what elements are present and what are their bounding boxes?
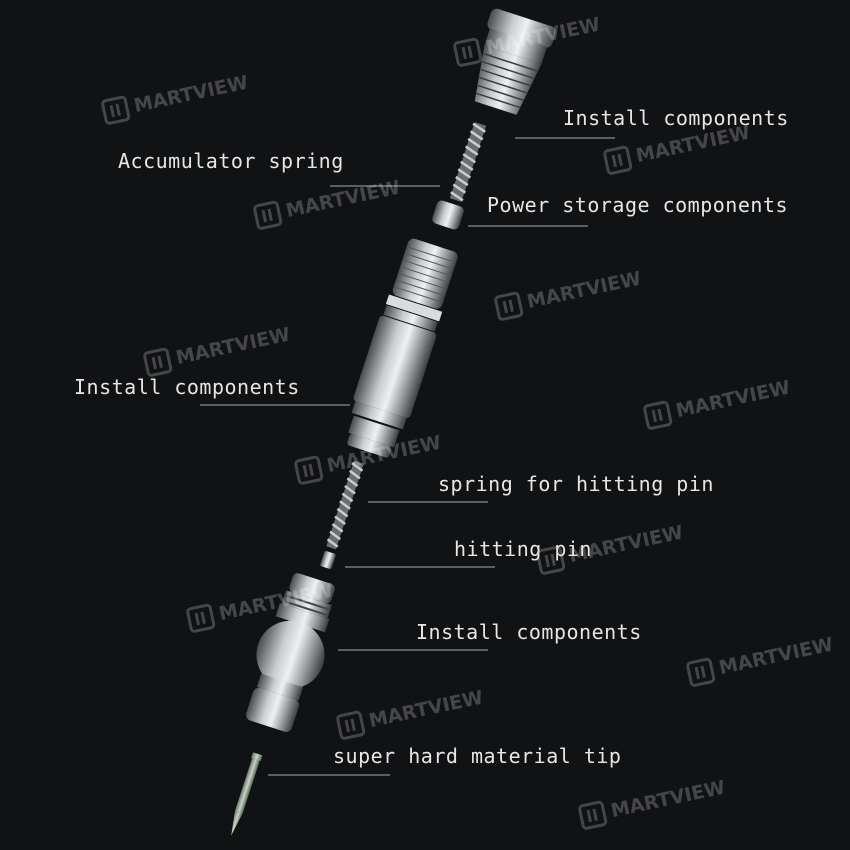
- label-install-components-top: Install components: [563, 106, 789, 130]
- martview-logo-icon: [185, 602, 217, 634]
- label-accumulator-spring: Accumulator spring: [118, 149, 344, 173]
- lower-body-component: [246, 573, 335, 732]
- martview-logo-icon: [493, 290, 525, 322]
- leader-lines: [200, 137, 615, 776]
- martview-logo-icon: [252, 199, 284, 231]
- top-cap-component: [474, 8, 556, 115]
- label-super-hard-material-tip: super hard material tip: [333, 744, 622, 768]
- accumulator-spring-part: [449, 122, 487, 202]
- martview-logo-icon: [142, 346, 174, 378]
- label-hitting-pin: hitting pin: [454, 537, 592, 561]
- martview-logo-icon: [642, 399, 674, 431]
- martview-logo-icon: [100, 94, 132, 126]
- main-body-component: [347, 238, 458, 458]
- label-power-storage-components: Power storage components: [487, 193, 788, 217]
- label-spring-for-hitting-pin: spring for hitting pin: [438, 472, 714, 496]
- martview-logo-icon: [293, 454, 325, 486]
- power-storage-component: [432, 200, 464, 230]
- label-install-components-bottom: Install components: [416, 620, 642, 644]
- martview-logo-icon: [335, 709, 367, 741]
- hitting-pin-part: [320, 551, 336, 569]
- hitting-pin-spring-part: [326, 460, 364, 550]
- martview-logo-icon: [577, 799, 609, 831]
- martview-logo-icon: [452, 36, 484, 68]
- martview-logo-icon: [602, 144, 634, 176]
- label-install-components-middle: Install components: [74, 375, 300, 399]
- martview-logo-icon: [685, 656, 717, 688]
- super-hard-tip-part: [231, 752, 263, 836]
